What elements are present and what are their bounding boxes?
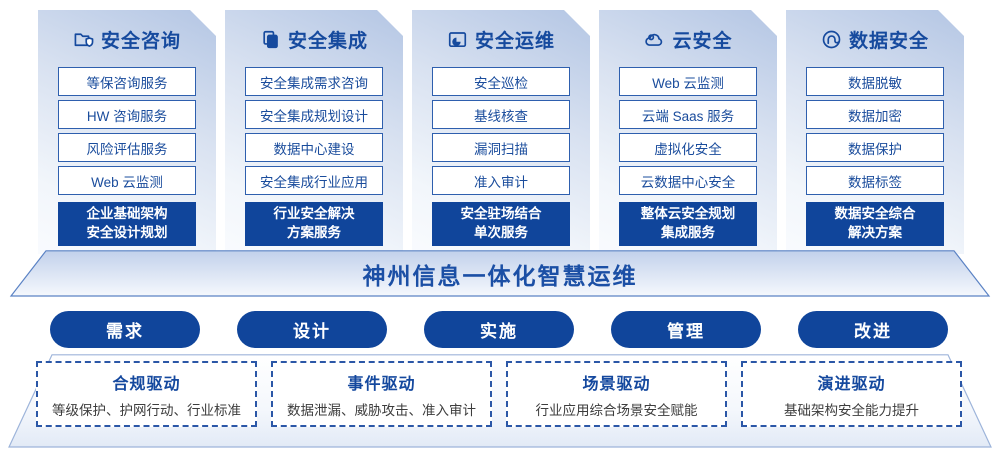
panel-highlight: 整体云安全规划 集成服务: [619, 202, 757, 246]
panel-security-consulting: 安全咨询 等保咨询服务 HW 咨询服务 风险评估服务 Web 云监测 企业基础架…: [38, 10, 216, 254]
cloud-icon: [643, 29, 665, 50]
panel-security-operations: 安全运维 安全巡检 基线核查 漏洞扫描 准入审计 安全驻场结合 单次服务: [412, 10, 590, 254]
driver-title: 场景驱动: [582, 375, 651, 393]
panel-cloud-security: 云安全 Web 云监测 云端 Saas 服务 虚拟化安全 云数据中心安全 整体云…: [599, 10, 777, 254]
highlight-line: 安全设计规划: [86, 225, 168, 240]
folder-shield-icon: [73, 29, 94, 50]
service-panels-row: 安全咨询 等保咨询服务 HW 咨询服务 风险评估服务 Web 云监测 企业基础架…: [38, 10, 966, 254]
service-item: 风险评估服务: [58, 133, 196, 162]
panel-title: 安全咨询: [100, 30, 181, 52]
service-item: 数据保护: [806, 133, 944, 162]
driver-desc: 数据泄漏、威胁攻击、准入审计: [287, 402, 476, 418]
highlight-line: 整体云安全规划: [640, 206, 736, 222]
service-item: 安全集成行业应用: [245, 166, 383, 195]
service-item: 数据中心建设: [245, 133, 383, 162]
panel-title: 云安全: [672, 30, 733, 52]
highlight-line: 方案服务: [287, 225, 341, 240]
service-item: 安全巡检: [432, 67, 570, 96]
panel-header: 云安全: [599, 10, 777, 55]
driver-compliance: 合规驱动 等级保护、护网行动、行业标准: [36, 361, 257, 427]
service-item: 数据脱敏: [806, 67, 944, 96]
pill-manage: 管理: [611, 311, 761, 348]
service-item: 安全集成规划设计: [245, 100, 383, 129]
service-item: Web 云监测: [58, 166, 196, 195]
panel-title: 安全集成: [287, 30, 368, 52]
folder-clock-icon: [447, 29, 468, 50]
driver-title: 事件驱动: [347, 375, 416, 393]
panel-highlight: 数据安全综合 解决方案: [806, 202, 944, 246]
service-item: 安全集成需求咨询: [245, 67, 383, 96]
panel-highlight: 企业基础架构 安全设计规划: [58, 202, 196, 246]
process-pills-row: 需求 设计 实施 管理 改进: [50, 311, 948, 348]
panel-data-security: 数据安全 数据脱敏 数据加密 数据保护 数据标签 数据安全综合 解决方案: [786, 10, 964, 254]
highlight-line: 集成服务: [661, 225, 715, 240]
copy-docs-icon: [260, 29, 281, 50]
service-item: 云数据中心安全: [619, 166, 757, 195]
panel-title: 安全运维: [474, 30, 555, 52]
panel-title: 数据安全: [848, 30, 929, 52]
highlight-line: 解决方案: [848, 225, 902, 240]
service-item: HW 咨询服务: [58, 100, 196, 129]
highlight-line: 企业基础架构: [86, 206, 168, 222]
highlight-line: 单次服务: [474, 225, 528, 240]
panel-items: 安全集成需求咨询 安全集成规划设计 数据中心建设 安全集成行业应用: [225, 67, 403, 195]
panel-header: 安全咨询: [38, 10, 216, 55]
service-item: 数据加密: [806, 100, 944, 129]
panel-highlight: 行业安全解决 方案服务: [245, 202, 383, 246]
driver-scenario: 场景驱动 行业应用综合场景安全赋能: [506, 361, 727, 427]
driver-desc: 基础架构安全能力提升: [784, 402, 919, 418]
driver-incident: 事件驱动 数据泄漏、威胁攻击、准入审计: [271, 361, 492, 427]
driver-title: 合规驱动: [112, 375, 181, 393]
pill-improve: 改进: [798, 311, 948, 348]
banner-trapezoid: 神州信息一体化智慧运维: [0, 250, 1000, 297]
service-item: 漏洞扫描: [432, 133, 570, 162]
panel-items: 等保咨询服务 HW 咨询服务 风险评估服务 Web 云监测: [38, 67, 216, 195]
service-item: 数据标签: [806, 166, 944, 195]
service-item: 准入审计: [432, 166, 570, 195]
banner-shape: [9, 250, 991, 297]
banner-title: 神州信息一体化智慧运维: [362, 262, 638, 289]
panel-items: 安全巡检 基线核查 漏洞扫描 准入审计: [412, 67, 590, 195]
pill-design: 设计: [237, 311, 387, 348]
panel-highlight: 安全驻场结合 单次服务: [432, 202, 570, 246]
highlight-line: 行业安全解决: [273, 206, 355, 222]
panel-items: Web 云监测 云端 Saas 服务 虚拟化安全 云数据中心安全: [599, 67, 777, 195]
driver-evolution: 演进驱动 基础架构安全能力提升: [741, 361, 962, 427]
service-item: 虚拟化安全: [619, 133, 757, 162]
panel-header: 安全运维: [412, 10, 590, 55]
service-item: 云端 Saas 服务: [619, 100, 757, 129]
highlight-line: 安全驻场结合: [460, 206, 542, 222]
panel-security-integration: 安全集成 安全集成需求咨询 安全集成规划设计 数据中心建设 安全集成行业应用 行…: [225, 10, 403, 254]
highlight-line: 数据安全综合: [834, 206, 916, 222]
driver-title: 演进驱动: [817, 375, 886, 393]
pill-implement: 实施: [424, 311, 574, 348]
panel-header: 安全集成: [225, 10, 403, 55]
driver-desc: 行业应用综合场景安全赋能: [535, 402, 698, 418]
panel-items: 数据脱敏 数据加密 数据保护 数据标签: [786, 67, 964, 195]
driver-desc: 等级保护、护网行动、行业标准: [52, 402, 241, 418]
drivers-row: 合规驱动 等级保护、护网行动、行业标准 事件驱动 数据泄漏、威胁攻击、准入审计 …: [36, 361, 962, 427]
panel-header: 数据安全: [786, 10, 964, 55]
service-item: 等保咨询服务: [58, 67, 196, 96]
service-item: 基线核查: [432, 100, 570, 129]
pill-demand: 需求: [50, 311, 200, 348]
fingerprint-icon: [821, 29, 842, 50]
service-item: Web 云监测: [619, 67, 757, 96]
